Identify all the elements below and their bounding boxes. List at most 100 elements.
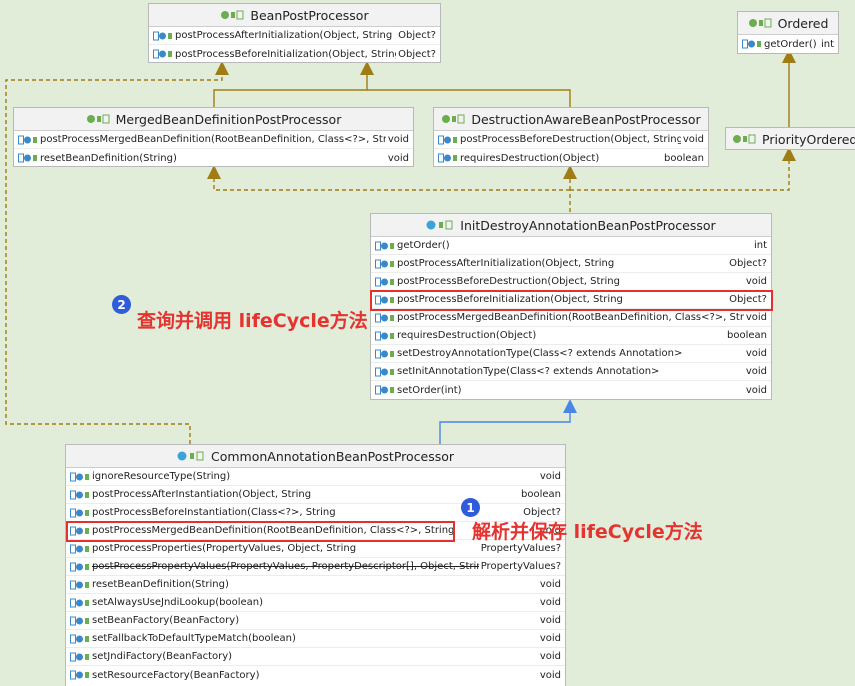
method-row[interactable]: postProcessAfterInitialization(Object, S… bbox=[371, 255, 771, 273]
class-header: CommonAnnotationBeanPostProcessor bbox=[66, 445, 565, 468]
class-header: InitDestroyAnnotationBeanPostProcessor bbox=[371, 214, 771, 237]
method-row[interactable]: setFallbackToDefaultTypeMatch(boolean)vo… bbox=[66, 630, 565, 648]
method-icon bbox=[375, 312, 397, 324]
method-row[interactable]: setResourceFactory(BeanFactory)void bbox=[66, 666, 565, 684]
initdestroy-to-priority-line bbox=[570, 147, 796, 191]
class-header: PriorityOrdered bbox=[726, 128, 855, 149]
method-name: postProcessBeforeDestruction(Object, Str… bbox=[397, 276, 620, 287]
method-row[interactable]: getOrder()int bbox=[371, 237, 771, 255]
method-name: setDestroyAnnotationType(Class<? extends… bbox=[397, 348, 683, 359]
method-row[interactable]: postProcessBeforeDestruction(Object, Str… bbox=[371, 273, 771, 291]
method-row[interactable]: setJndiFactory(BeanFactory) void bbox=[66, 648, 565, 666]
method-return-type: void bbox=[745, 276, 767, 287]
class-title: InitDestroyAnnotationBeanPostProcessor bbox=[460, 217, 716, 233]
method-return-type: void bbox=[745, 384, 767, 396]
method-row[interactable]: setDestroyAnnotationType(Class<? extends… bbox=[371, 345, 771, 363]
class-init-destroy-annotation-bean-post-processor[interactable]: InitDestroyAnnotationBeanPostProcessor g… bbox=[370, 213, 772, 400]
class-header: BeanPostProcessor bbox=[149, 4, 440, 27]
method-return-type: void bbox=[539, 471, 561, 482]
method-icon bbox=[438, 134, 460, 146]
step-badge: 2 bbox=[112, 295, 131, 314]
method-row[interactable]: getOrder()int bbox=[738, 35, 838, 53]
method-list: ignoreResourceType(String)void postProces… bbox=[66, 468, 565, 684]
method-row[interactable]: setBeanFactory(BeanFactory) void bbox=[66, 612, 565, 630]
merged-to-bpp-line bbox=[213, 61, 374, 108]
method-return-type: void bbox=[539, 669, 561, 681]
method-name: postProcessAfterInstantiation(Object, St… bbox=[92, 489, 312, 500]
class-destruction-aware-bean-post-processor[interactable]: DestructionAwareBeanPostProcessor postPr… bbox=[433, 107, 709, 167]
method-row[interactable]: postProcessMergedBeanDefinition(RootBean… bbox=[66, 522, 565, 540]
method-row[interactable]: postProcessBeforeInitialization(Object, … bbox=[371, 291, 771, 309]
method-return-type: void bbox=[682, 134, 704, 145]
method-row[interactable]: postProcessBeforeDestruction(Object, Str… bbox=[434, 131, 708, 149]
method-icon bbox=[742, 38, 764, 50]
class-icon bbox=[177, 450, 205, 462]
method-name: getOrder() bbox=[764, 38, 817, 50]
method-icon bbox=[375, 294, 397, 306]
class-ordered[interactable]: Ordered getOrder()int bbox=[737, 11, 839, 54]
method-row[interactable]: requiresDestruction(Object) boolean bbox=[434, 149, 708, 166]
method-row[interactable]: postProcessMergedBeanDefinition(RootBean… bbox=[14, 131, 413, 149]
method-row[interactable]: setInitAnnotationType(Class<? extends An… bbox=[371, 363, 771, 381]
class-header: MergedBeanDefinitionPostProcessor bbox=[14, 108, 413, 131]
method-icon bbox=[70, 507, 92, 519]
method-name: postProcessProperties(PropertyValues, Ob… bbox=[92, 543, 357, 554]
interface-icon bbox=[86, 113, 110, 125]
method-row[interactable]: postProcessPropertyValues(PropertyValues… bbox=[66, 558, 565, 576]
method-name: setFallbackToDefaultTypeMatch(boolean) bbox=[92, 633, 296, 644]
common-to-bpp-line bbox=[5, 61, 229, 444]
method-name: requiresDestruction(Object) bbox=[460, 152, 600, 164]
method-name: setJndiFactory(BeanFactory) bbox=[92, 651, 233, 662]
method-icon bbox=[375, 366, 397, 378]
class-merged-bean-definition-post-processor[interactable]: MergedBeanDefinitionPostProcessor postPr… bbox=[13, 107, 414, 167]
method-return-type: PropertyValues? bbox=[480, 561, 561, 572]
class-priority-ordered[interactable]: PriorityOrdered bbox=[725, 127, 855, 150]
method-row[interactable]: setOrder(int)void bbox=[371, 381, 771, 399]
method-name: postProcessBeforeDestruction(Object, Str… bbox=[460, 134, 681, 145]
class-title: Ordered bbox=[777, 15, 829, 31]
method-icon bbox=[438, 152, 460, 164]
step-badge: 1 bbox=[461, 498, 480, 517]
annotation-step-1-label: 解析并保存 lifeCycle方法 bbox=[472, 517, 703, 544]
method-row[interactable]: ignoreResourceType(String)void bbox=[66, 468, 565, 486]
method-row[interactable]: postProcessAfterInstantiation(Object, St… bbox=[66, 486, 565, 504]
method-name: postProcessAfterInitialization(Object, S… bbox=[175, 30, 393, 41]
class-bean-post-processor[interactable]: BeanPostProcessor postProcessAfterInitia… bbox=[148, 3, 441, 63]
method-row[interactable]: postProcessMergedBeanDefinition(RootBean… bbox=[371, 309, 771, 327]
interface-icon bbox=[732, 133, 756, 145]
method-name: postProcessBeforeInstantiation(Class<?>,… bbox=[92, 507, 336, 518]
method-return-type: int bbox=[820, 38, 834, 50]
method-icon bbox=[375, 384, 397, 396]
method-row[interactable]: postProcessAfterInitialization(Object, S… bbox=[149, 27, 440, 45]
method-name: resetBeanDefinition(String) bbox=[92, 579, 229, 590]
method-icon bbox=[70, 471, 92, 483]
method-return-type: Object? bbox=[398, 30, 436, 41]
method-icon bbox=[70, 489, 92, 501]
interface-icon bbox=[748, 17, 772, 29]
method-icon bbox=[375, 258, 397, 270]
class-title: DestructionAwareBeanPostProcessor bbox=[471, 111, 701, 127]
method-return-type: void bbox=[539, 615, 561, 626]
method-return-type: Object? bbox=[523, 507, 561, 518]
method-icon bbox=[375, 330, 397, 342]
method-name: postProcessMergedBeanDefinition(RootBean… bbox=[397, 312, 744, 323]
method-icon bbox=[70, 633, 92, 645]
method-icon bbox=[375, 240, 397, 252]
method-row[interactable]: requiresDestruction(Object)boolean bbox=[371, 327, 771, 345]
method-return-type: boolean bbox=[521, 489, 561, 500]
method-row[interactable]: postProcessProperties(PropertyValues, Ob… bbox=[66, 540, 565, 558]
method-icon bbox=[18, 134, 40, 146]
method-row[interactable]: resetBeanDefinition(String)void bbox=[66, 576, 565, 594]
method-row[interactable]: setAlwaysUseJndiLookup(boolean)void bbox=[66, 594, 565, 612]
method-name: postProcessBeforeInitialization(Object, … bbox=[175, 48, 397, 60]
method-row[interactable]: postProcessBeforeInitialization(Object, … bbox=[149, 45, 440, 62]
class-common-annotation-bean-post-processor[interactable]: CommonAnnotationBeanPostProcessor ignore… bbox=[65, 444, 566, 686]
method-return-type: boolean bbox=[664, 152, 704, 164]
method-icon bbox=[375, 276, 397, 288]
initdestroy-to-merged-line bbox=[207, 165, 570, 191]
method-return-type: void bbox=[745, 348, 767, 359]
method-row[interactable]: resetBeanDefinition(String)void bbox=[14, 149, 413, 166]
method-return-type: void bbox=[539, 651, 561, 662]
method-name: postProcessMergedBeanDefinition(RootBean… bbox=[40, 134, 386, 145]
method-name: setBeanFactory(BeanFactory) bbox=[92, 615, 240, 626]
